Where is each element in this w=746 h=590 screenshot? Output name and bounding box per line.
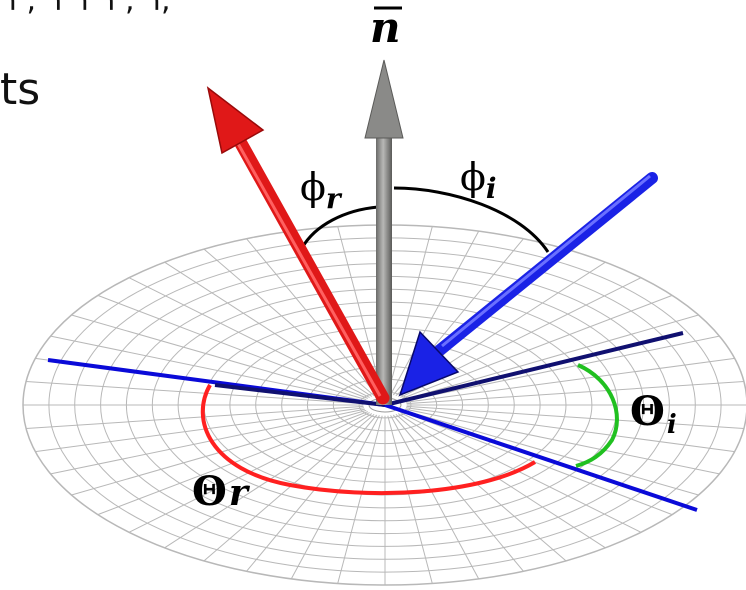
grid-spoke [390, 415, 480, 580]
grid-spoke [390, 230, 480, 395]
grid-spoke [97, 294, 368, 399]
incidence-plane-line-upper [384, 331, 684, 407]
grid-spoke [387, 226, 433, 395]
normal-vector [364, 59, 404, 405]
grid-spoke [406, 381, 744, 405]
incidence-plane-line-lower [384, 403, 698, 512]
grid-spoke [246, 238, 378, 396]
incident-ray [398, 172, 658, 397]
grid-spoke [405, 357, 735, 403]
grid-spoke [128, 277, 370, 398]
plane-lines [47, 331, 698, 512]
grid-spoke [403, 314, 699, 401]
phi-i-label: ϕi [460, 155, 497, 205]
grid-spoke [406, 405, 744, 429]
grid-spoke [246, 414, 378, 572]
grid-spoke [337, 415, 383, 584]
slide-text-fragment: ts [0, 64, 41, 115]
grid-spoke [50, 335, 366, 402]
grid-spoke [164, 261, 373, 397]
theta-i-arc [575, 363, 619, 468]
grid-spoke [392, 414, 524, 572]
reflection-plane-line-inner [214, 383, 386, 407]
grid-spoke [405, 407, 735, 453]
phi-i-arc [393, 186, 550, 253]
phi-r-arc [300, 205, 379, 249]
reflected-ray [206, 86, 390, 405]
grid-spoke [402, 294, 673, 399]
normal-label: n [370, 3, 401, 52]
grid-spoke [402, 411, 673, 516]
grid-spoke [404, 408, 720, 475]
theta-i-label: Θi [630, 388, 677, 440]
grid-spoke [387, 415, 433, 584]
grid-spoke [50, 408, 366, 475]
phi-r-label: ϕr [300, 165, 343, 215]
theta-r-label: Θr [192, 468, 251, 515]
slide-top-text-fragment: ר , ר ר ר , ר, [0, 0, 171, 18]
grid-spoke [26, 381, 364, 405]
grid-spoke [290, 415, 380, 580]
grid-spoke [403, 409, 699, 496]
theta-r-arc [200, 384, 537, 496]
grid-spoke [404, 335, 720, 402]
grid-spoke [400, 412, 642, 533]
grid-spoke [203, 248, 375, 396]
grid-spoke [71, 314, 367, 401]
grid-spoke [203, 414, 375, 562]
grid-spoke [337, 226, 383, 395]
grid-spoke [395, 414, 567, 562]
grid-spoke [397, 413, 606, 549]
grid-spoke [35, 407, 365, 453]
grid-spoke [26, 405, 364, 429]
